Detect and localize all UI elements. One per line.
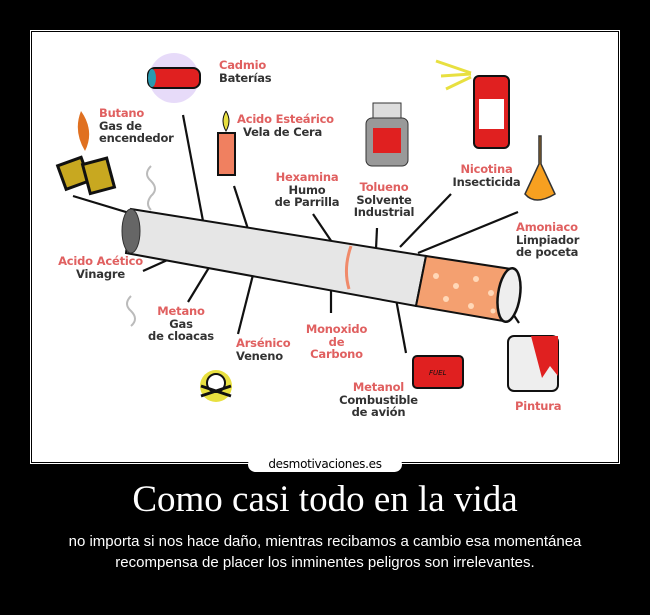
flask-icon bbox=[524, 135, 556, 201]
solvent-bottle-icon bbox=[365, 102, 409, 167]
ash bbox=[121, 208, 141, 254]
cigarette-diagram: FUEL bbox=[55, 53, 559, 402]
lighter-icon bbox=[55, 111, 117, 196]
bug-spray-icon bbox=[435, 59, 510, 149]
smoke-icon bbox=[126, 295, 136, 327]
paint-can-icon bbox=[507, 335, 559, 392]
fuel-text: FUEL bbox=[429, 369, 447, 377]
battery-icon bbox=[147, 53, 201, 103]
fuel-can-icon: FUEL bbox=[412, 355, 464, 389]
label-pintura: Pintura bbox=[515, 399, 562, 413]
watermark-logo: desmotivaciones.es bbox=[248, 457, 402, 472]
poster-title: Como casi todo en la vida bbox=[132, 479, 518, 520]
skull-icon bbox=[200, 370, 232, 402]
poster-subtitle: no importa si nos hace daño, mientras re… bbox=[68, 533, 582, 571]
smoke-icon bbox=[146, 165, 156, 211]
cigarette bbox=[121, 207, 522, 324]
candle-icon bbox=[217, 110, 236, 176]
